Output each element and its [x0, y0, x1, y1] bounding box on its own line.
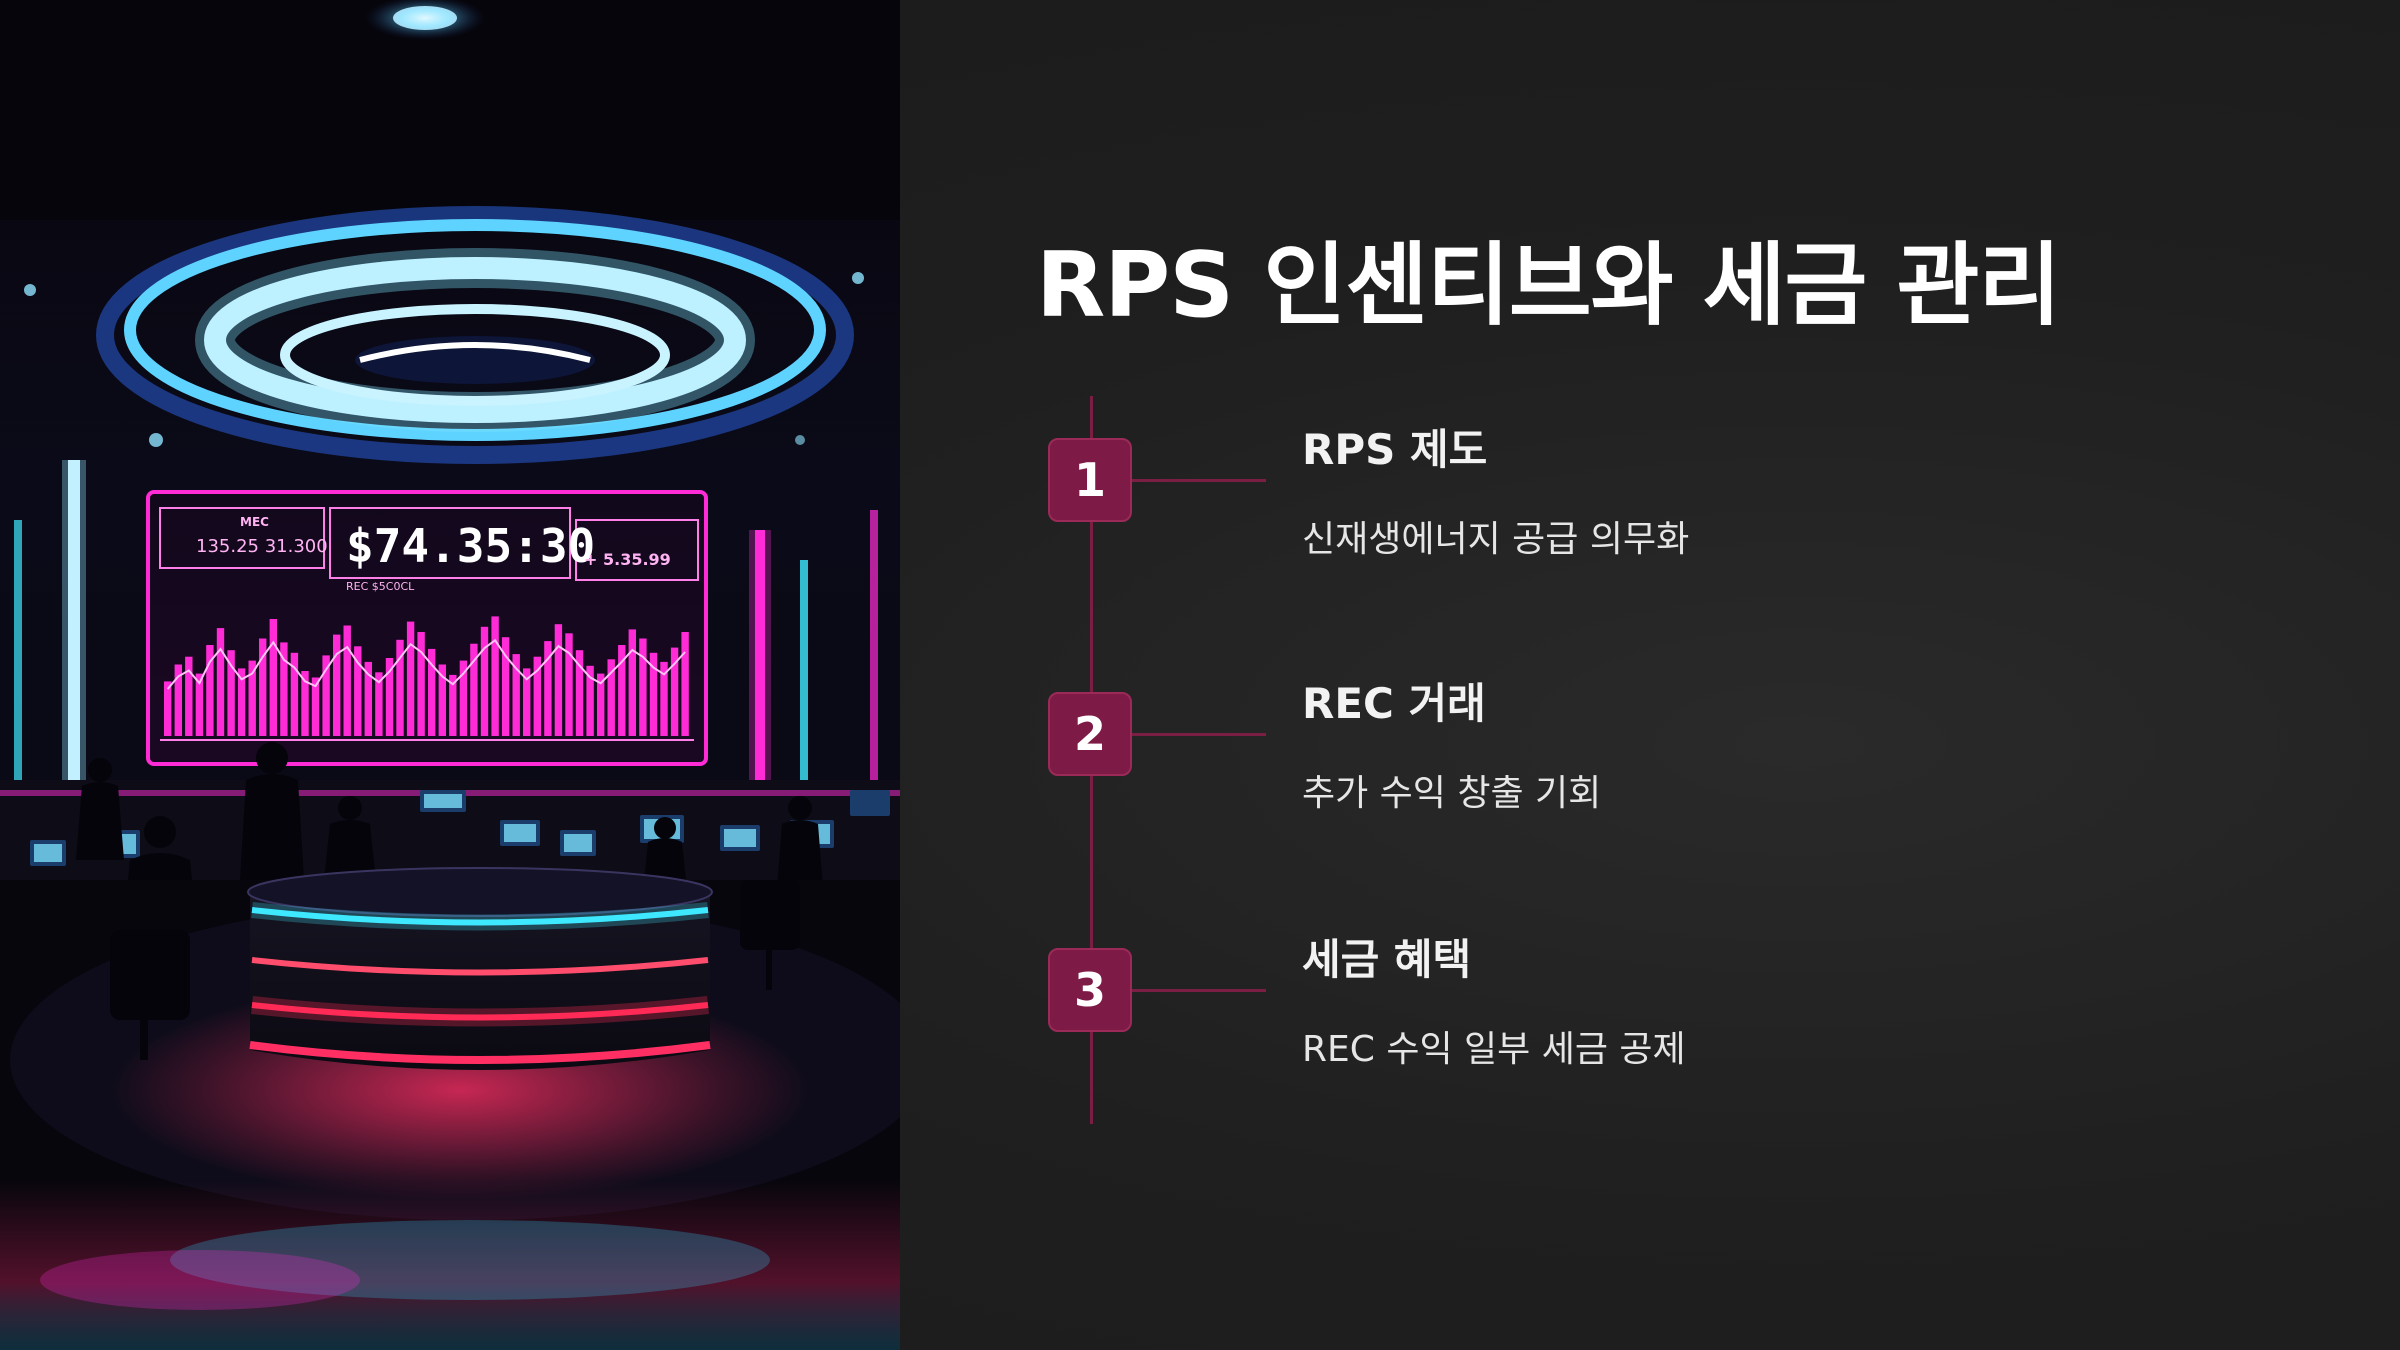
screen-bar — [237, 668, 246, 736]
screen-bar — [575, 650, 584, 736]
screen-bar — [470, 643, 478, 736]
screen-bar — [259, 638, 267, 736]
step-3-number-badge: 3 — [1048, 948, 1132, 1032]
screen-bar — [206, 645, 214, 736]
screen-bar — [428, 648, 436, 736]
screen-bar — [544, 641, 552, 736]
screen-bar — [480, 626, 489, 736]
screen-bar — [280, 642, 288, 736]
step-1-description: 신재생에너지 공급 의무화 — [1302, 519, 1690, 560]
screen-bar — [586, 665, 594, 736]
screen-bar — [607, 659, 615, 736]
screen-bar — [301, 671, 309, 736]
screen-big-value: $74.35:30 — [346, 519, 595, 573]
step-3-connector — [1132, 989, 1266, 992]
screen-bar — [628, 629, 636, 736]
step-2-connector — [1132, 733, 1266, 736]
step-3-description: REC 수익 일부 세금 공제 — [1302, 1029, 1686, 1070]
screen-bar — [269, 619, 277, 736]
screen-right-value: + 5.35.99 — [584, 550, 671, 569]
trading-floor-illustration: MEC 135.25 31.300 $74.35:30 + 5.35.99 RE… — [0, 0, 900, 1350]
screen-bar — [195, 673, 204, 736]
market-screen: MEC 135.25 31.300 $74.35:30 + 5.35.99 RE… — [146, 490, 708, 766]
screen-bar — [649, 652, 658, 736]
screen-bar — [597, 673, 605, 736]
screen-label-left-value: 135.25 31.300 — [196, 536, 328, 557]
step-2-number-badge: 2 — [1048, 692, 1132, 776]
screen-bar — [639, 638, 647, 736]
step-1-title: RPS 제도 — [1302, 425, 1488, 474]
screen-bar — [565, 633, 573, 736]
screen-bar — [417, 632, 425, 736]
screen-bar — [322, 655, 330, 736]
screen-bar — [385, 658, 394, 736]
screen-bar — [354, 646, 362, 736]
screen-bar — [523, 668, 531, 736]
screen-bar — [681, 632, 689, 736]
screen-bar — [554, 624, 563, 736]
illustration-canvas: MEC 135.25 31.300 $74.35:30 + 5.35.99 RE… — [0, 0, 900, 1350]
screen-bar — [396, 639, 404, 736]
screen-bar — [449, 674, 457, 736]
screen-bar — [375, 672, 383, 736]
screen-subtitle: REC $5C0CL — [346, 580, 415, 593]
screen-bar — [512, 654, 520, 736]
screen-bar — [333, 634, 341, 736]
step-3-title: 세금 혜택 — [1302, 935, 1472, 984]
screen-bar — [459, 660, 468, 736]
screen-bar — [248, 660, 256, 736]
screen-bar — [227, 650, 235, 736]
step-2-title: REC 거래 — [1302, 679, 1486, 728]
screen-bar — [164, 681, 172, 736]
screen-label-left-top: MEC — [240, 515, 269, 529]
screen-bar — [311, 677, 320, 736]
screen-bar — [406, 621, 415, 736]
screen-bar — [174, 664, 182, 736]
screen-bar — [364, 661, 372, 736]
screen-bar — [216, 628, 225, 736]
screen-bar-chart — [164, 616, 689, 736]
step-3: 3 세금 혜택 REC 수익 일부 세금 공제 — [1048, 935, 2298, 1148]
screen-bar — [618, 645, 626, 736]
screen-bar — [501, 637, 510, 736]
screen-bar — [290, 652, 299, 736]
step-1: 1 RPS 제도 신재생에너지 공급 의무화 — [1048, 425, 2298, 638]
step-1-connector — [1132, 479, 1266, 482]
screen-bar — [491, 616, 499, 736]
screen-bar — [438, 664, 446, 736]
screen-bar — [533, 656, 541, 736]
central-podium — [247, 867, 713, 1070]
step-2-description: 추가 수익 창출 기회 — [1302, 773, 1602, 814]
screen-bar — [185, 656, 193, 736]
step-1-number-badge: 1 — [1048, 438, 1132, 522]
screen-bar — [343, 625, 351, 736]
slide-title: RPS 인센티브와 세금 관리 — [1036, 233, 2061, 338]
step-2: 2 REC 거래 추가 수익 창출 기회 — [1048, 679, 2298, 892]
screen-bar — [660, 661, 668, 736]
screen-bar — [670, 647, 679, 736]
screen-trend-line — [166, 638, 686, 690]
